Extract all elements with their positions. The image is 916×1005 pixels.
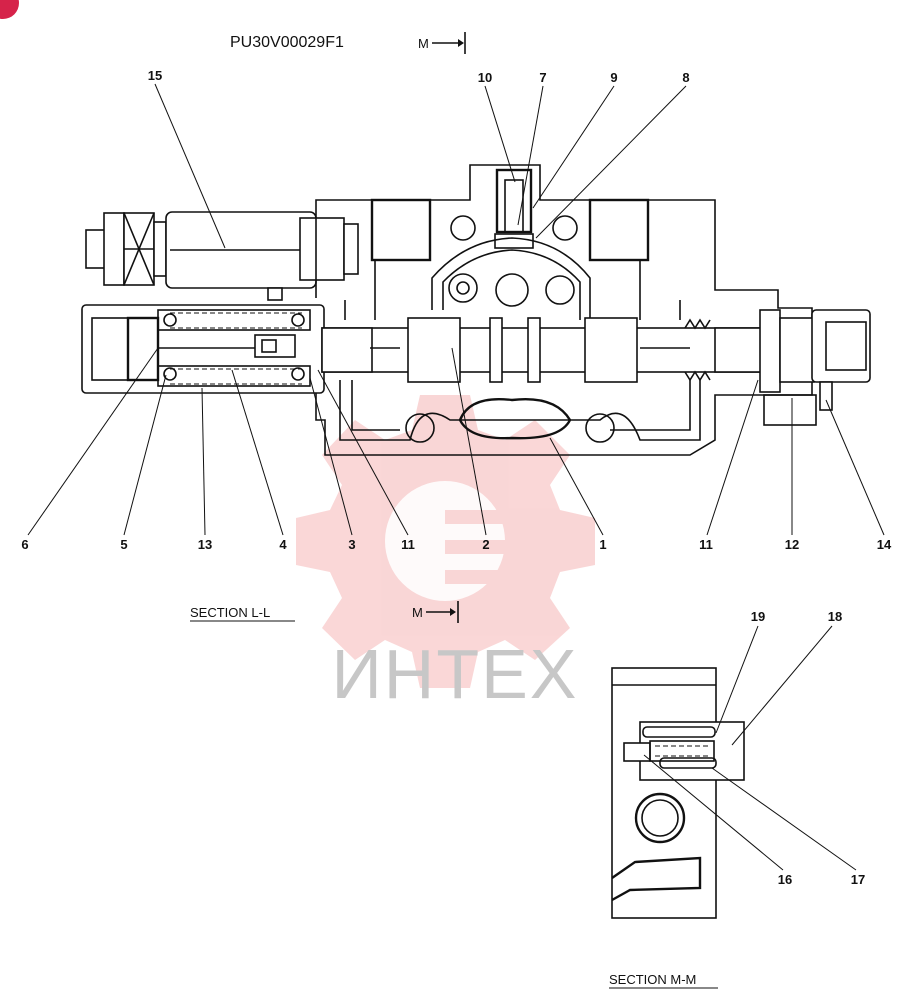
corner-badge xyxy=(0,0,19,19)
section-mm-drawing xyxy=(611,667,745,919)
callout-16: 16 xyxy=(778,872,792,887)
section-marker-top: M xyxy=(418,32,466,54)
callout-7: 7 xyxy=(539,70,546,85)
leader-lines-mm xyxy=(643,625,857,871)
valve-body-outline xyxy=(315,164,819,456)
section-marker-ll-label: M xyxy=(412,605,423,620)
solenoid-assembly xyxy=(85,211,359,301)
callout-15: 15 xyxy=(148,68,162,83)
callout-4: 4 xyxy=(279,537,287,552)
callout-5: 5 xyxy=(120,537,127,552)
callout-10: 10 xyxy=(478,70,492,85)
section-ll-drawing xyxy=(81,164,871,456)
watermark-logo xyxy=(296,395,595,688)
section-ll-title: SECTION L-L xyxy=(190,605,270,620)
callouts-ll: 15 10 7 9 8 6 5 13 4 3 11 2 1 11 12 14 xyxy=(21,68,892,552)
main-spool xyxy=(321,327,773,373)
callout-8: 8 xyxy=(682,70,689,85)
callout-9: 9 xyxy=(610,70,617,85)
callout-13: 13 xyxy=(198,537,212,552)
drawing-code: PU30V00029F1 xyxy=(230,34,344,51)
leader-lines-ll xyxy=(27,83,885,536)
callout-1: 1 xyxy=(599,537,606,552)
callout-11-right: 11 xyxy=(699,537,713,552)
callout-6: 6 xyxy=(21,537,28,552)
callouts-mm: 19 18 16 17 xyxy=(751,609,865,887)
section-marker-ll: M xyxy=(412,601,459,623)
callout-17: 17 xyxy=(851,872,865,887)
section-marker-label: M xyxy=(418,36,429,51)
callout-11-left: 11 xyxy=(401,537,415,552)
callout-12: 12 xyxy=(785,537,799,552)
callout-14: 14 xyxy=(877,537,892,552)
watermark-text: ИНТЕХ xyxy=(331,635,578,713)
callout-19: 19 xyxy=(751,609,765,624)
callout-2: 2 xyxy=(482,537,489,552)
section-mm-title: SECTION M-M xyxy=(609,972,696,987)
callout-3: 3 xyxy=(348,537,355,552)
callout-18: 18 xyxy=(828,609,842,624)
